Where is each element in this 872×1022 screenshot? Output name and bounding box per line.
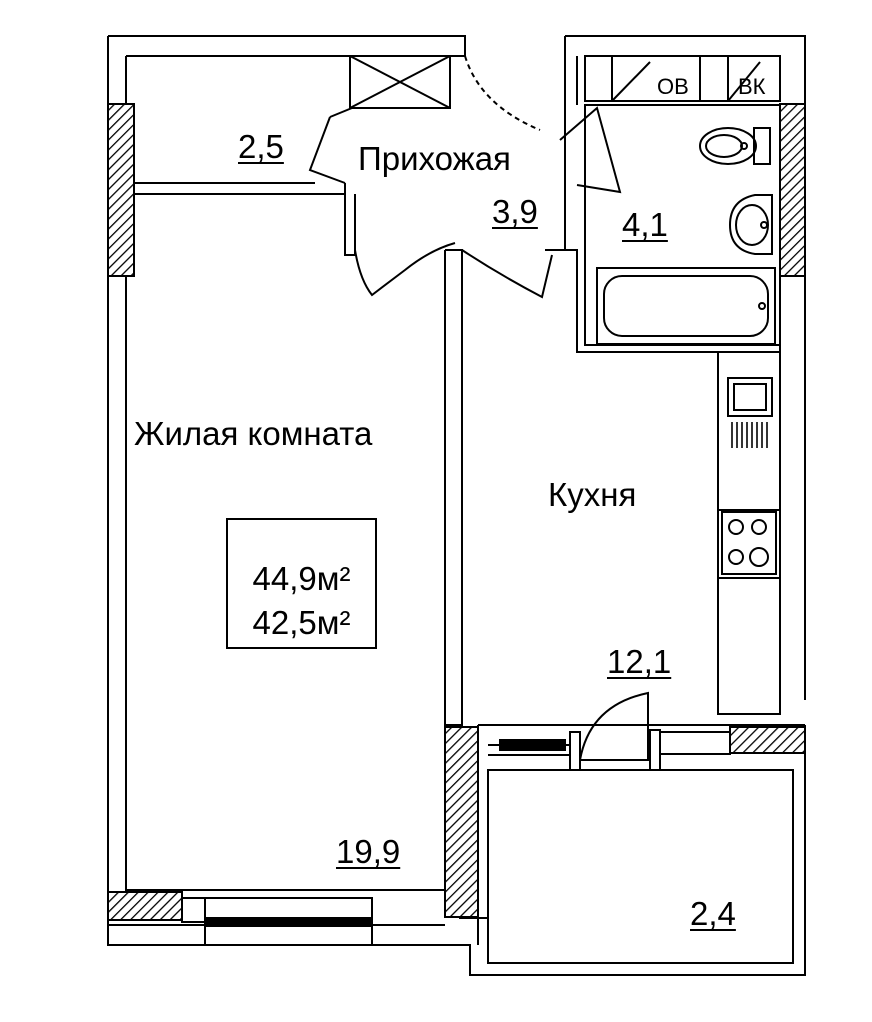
bathroom-walls	[576, 56, 781, 346]
total-area-box: 44,9м² 42,5м²	[226, 518, 377, 649]
storage-closet	[349, 55, 451, 109]
riser-shafts	[584, 55, 781, 102]
balcony-walls	[477, 724, 805, 964]
kitchen-area-label: 12,1	[607, 643, 672, 680]
living-room-area-label: 19,9	[336, 833, 401, 870]
kitchen-name-label: Кухня	[548, 476, 637, 513]
stove-icon	[721, 511, 777, 575]
total-area-value: 44,9м²	[252, 560, 351, 597]
sink-icon	[728, 194, 773, 255]
hallway-area-label: 3,9	[492, 193, 538, 230]
window-icon	[108, 897, 780, 976]
living-room-name-label: Жилая комната	[134, 415, 373, 452]
toilet-icon	[699, 127, 771, 165]
living-total-area-value: 42,5м²	[252, 604, 351, 641]
balcony-area-label: 2,4	[690, 895, 736, 932]
riser-ov-label: ОВ	[657, 74, 689, 99]
outer-wall-top	[108, 35, 806, 700]
hallway-name-label: Прихожая	[358, 140, 511, 177]
hatched-wall-bottom-left	[107, 891, 183, 921]
ventilation-shaft-icon	[107, 103, 135, 277]
hatched-wall-right	[779, 103, 806, 277]
balcony-door-swing	[579, 691, 649, 761]
hallway-walls	[444, 195, 586, 726]
kitchen-sink-icon	[727, 377, 773, 448]
hatched-wall-balcony	[729, 726, 806, 754]
hatched-wall-center	[444, 726, 479, 918]
bathroom-area-label: 4,1	[622, 206, 668, 243]
kitchen-counter	[717, 351, 781, 715]
storage-area-label: 2,5	[238, 128, 284, 165]
riser-vk-label: ВК	[738, 74, 766, 99]
bathtub-icon	[596, 267, 776, 345]
hallway-door-swings	[308, 55, 622, 299]
